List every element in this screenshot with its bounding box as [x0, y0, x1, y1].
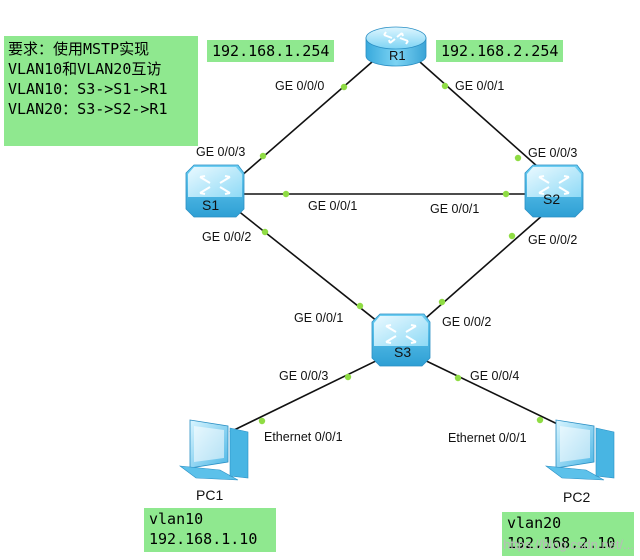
port-dot-s3-g3 [344, 373, 352, 381]
s1-label: S1 [202, 197, 219, 213]
port-label-s2-g3: GE 0/0/3 [528, 146, 577, 160]
port-label-pc2-eth: Ethernet 0/0/1 [448, 431, 527, 445]
router-r1-icon[interactable] [365, 26, 427, 67]
switch-s1-icon[interactable] [185, 164, 245, 218]
pc2-ip: 192.168.2.10 [507, 534, 616, 552]
pc2-info-note: vlan20 192.168.2.10 [502, 512, 634, 556]
port-label-s2-g1: GE 0/0/1 [430, 202, 479, 216]
watermark-text: https://blog.csdn.net/... [503, 537, 634, 552]
port-label-pc1-eth: Ethernet 0/0/1 [264, 430, 343, 444]
links [229, 61, 575, 433]
port-dot-s1-g2 [261, 228, 269, 236]
r1-label: R1 [389, 48, 406, 63]
port-dot-s2-g2 [508, 232, 516, 240]
requirement-note: 要求：使用MSTP实现 VLAN10和VLAN20互访 VLAN10：S3->S… [4, 36, 198, 146]
port-dot-s3-g2 [438, 298, 446, 306]
port-dots [258, 82, 544, 425]
pc1-label: PC1 [196, 487, 223, 503]
port-label-s3-g3: GE 0/0/3 [279, 369, 328, 383]
link-s1-s3 [231, 205, 393, 334]
requirement-line-2: VLAN10和VLAN20互访 [8, 60, 162, 78]
port-dot-r1-g1 [441, 82, 449, 90]
port-label-s3-g1: GE 0/0/1 [294, 311, 343, 325]
port-dot-pc1-eth [258, 417, 266, 425]
pc1-icon[interactable] [178, 419, 249, 481]
link-s3-pc1 [229, 356, 385, 433]
requirement-line-4: VLAN20：S3->S2->R1 [8, 100, 168, 118]
pc1-info-note: vlan10 192.168.1.10 [144, 508, 276, 552]
link-s3-pc2 [417, 356, 575, 433]
port-label-s3-g4: GE 0/0/4 [470, 369, 519, 383]
link-r1-s1 [231, 61, 373, 185]
port-dot-pc2-eth [536, 416, 544, 424]
port-dot-s2-g1 [502, 190, 510, 198]
pc1-ip: 192.168.1.10 [149, 530, 258, 548]
link-r1-s2 [419, 61, 557, 184]
switch-s2-icon[interactable] [524, 164, 584, 218]
port-label-s1-g1: GE 0/0/1 [308, 199, 357, 213]
port-dot-s3-g4 [454, 374, 462, 382]
s2-label: S2 [543, 191, 560, 207]
pc2-icon[interactable] [544, 419, 615, 481]
port-dot-s1-g1 [282, 190, 290, 198]
port-label-r1-g0: GE 0/0/0 [275, 79, 324, 93]
r1-right-ip: 192.168.2.254 [436, 40, 564, 62]
switch-s3-icon[interactable] [371, 313, 431, 367]
link-s2-s3 [409, 206, 553, 333]
port-dot-r1-g0 [340, 83, 348, 91]
port-label-r1-g1: GE 0/0/1 [455, 79, 504, 93]
port-label-s3-g2: GE 0/0/2 [442, 315, 491, 329]
s3-label: S3 [394, 344, 411, 360]
pc2-label: PC2 [563, 489, 590, 505]
port-label-s1-g2: GE 0/0/2 [202, 230, 251, 244]
port-label-s2-g2: GE 0/0/2 [528, 233, 577, 247]
requirement-line-3: VLAN10：S3->S1->R1 [8, 80, 168, 98]
pc1-vlan: vlan10 [149, 510, 204, 528]
requirement-line-1: 要求：使用MSTP实现 [8, 40, 150, 58]
port-label-s1-g3: GE 0/0/3 [196, 145, 245, 159]
port-dot-s3-g1 [356, 302, 364, 310]
pc2-vlan: vlan20 [507, 514, 562, 532]
port-dot-s2-g3 [514, 154, 522, 162]
port-dot-s1-g3 [259, 152, 267, 160]
r1-left-ip: 192.168.1.254 [207, 40, 335, 62]
